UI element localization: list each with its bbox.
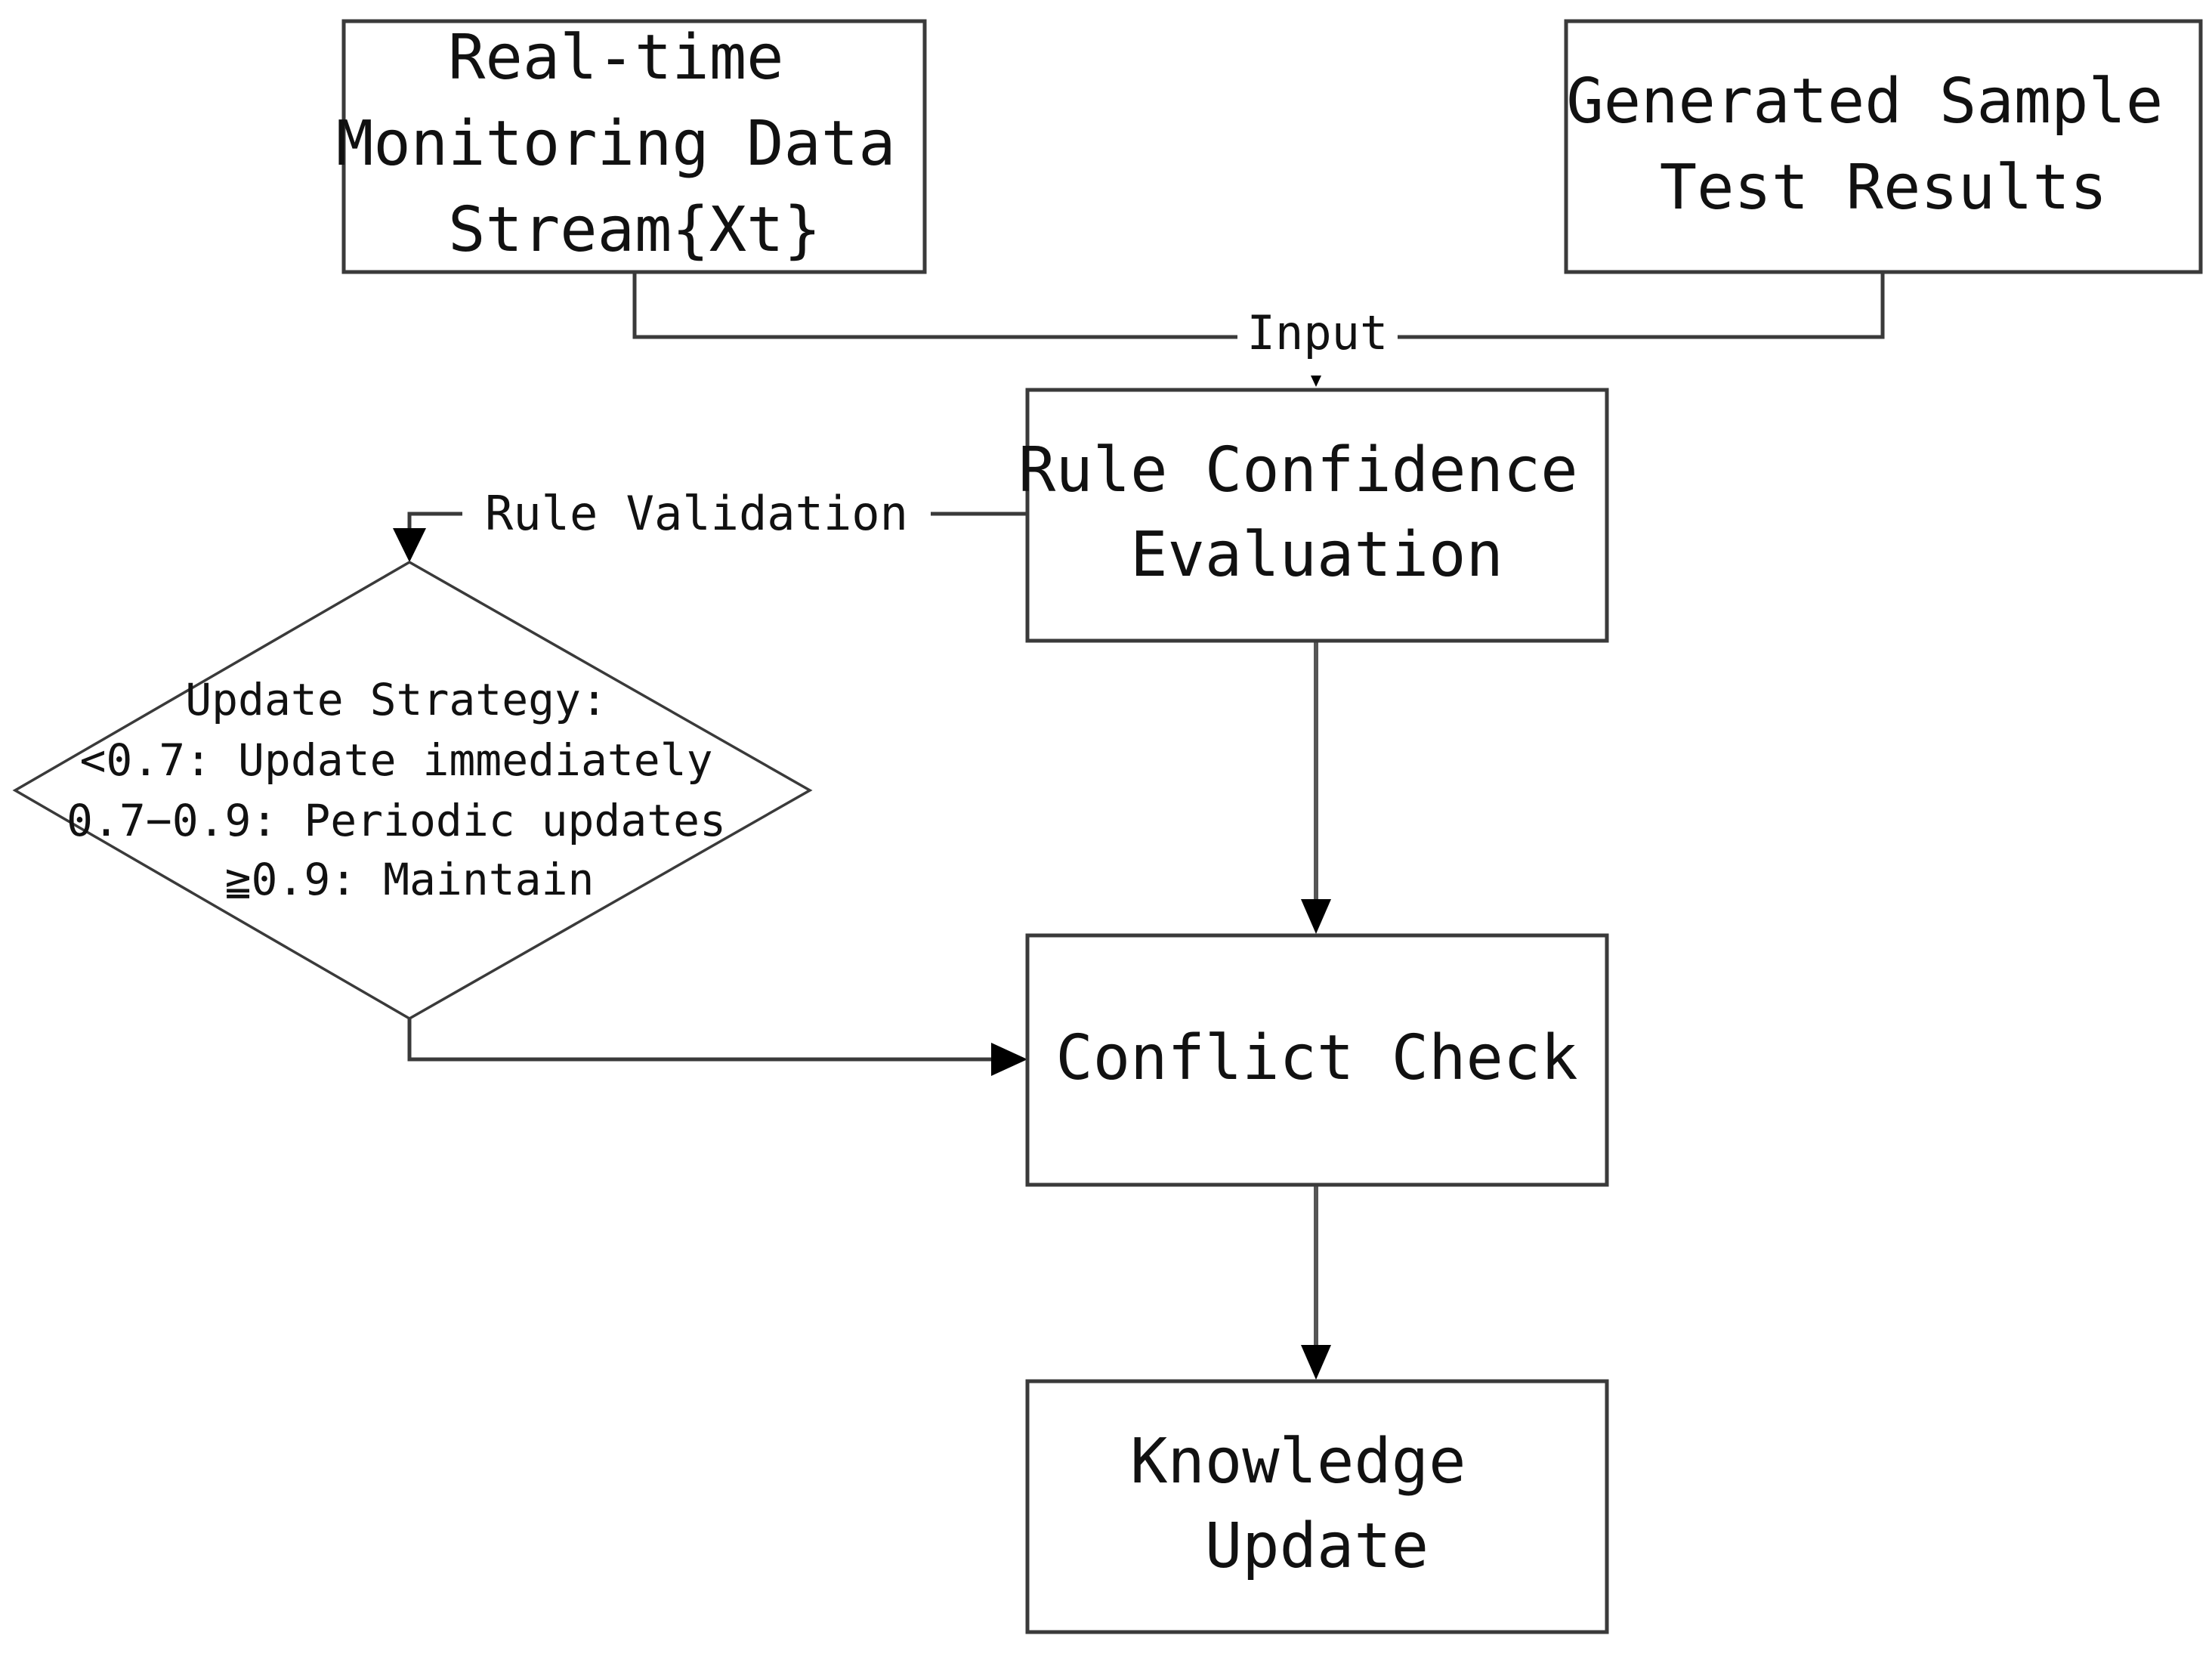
node-update-strategy-diamond bbox=[12, 560, 813, 1021]
node-monitoring-stream-text: Real-time Monitoring Data Stream{Xt} bbox=[336, 22, 933, 266]
edge-strategy-to-conflict bbox=[407, 1019, 997, 1062]
node-confidence-evaluation: Rule Confidence Evaluation bbox=[1018, 388, 1615, 643]
strategy-line-2: <0.7: Update immediately bbox=[80, 734, 713, 786]
node-monitoring-stream-box bbox=[341, 19, 927, 274]
monitoring-line-1: Real-time bbox=[448, 22, 783, 94]
input-label-bg bbox=[1237, 313, 1398, 357]
strategy-line-3: 0.7−0.9: Periodic updates bbox=[66, 795, 726, 846]
sample-line-2: Test Results bbox=[1660, 152, 2107, 224]
validation-label-bg bbox=[462, 482, 931, 543]
sample-line-1: Generated Sample bbox=[1566, 66, 2163, 138]
strategy-arrowhead bbox=[991, 1043, 1027, 1076]
confidence-line-1: Rule Confidence bbox=[1018, 434, 1578, 506]
validation-arrowhead bbox=[393, 528, 426, 562]
node-knowledge-update: Knowledge Update bbox=[1025, 1379, 1609, 1634]
strategy-line-1: Update Strategy: bbox=[185, 674, 607, 725]
monitoring-line-3: Stream{Xt} bbox=[448, 194, 821, 266]
node-sample-results: Generated Sample Test Results bbox=[1564, 19, 2203, 274]
rule-validation-label: Rule Validation bbox=[485, 486, 908, 541]
strategy-line-4: ≧0.9: Maintain bbox=[225, 854, 595, 905]
node-knowledge-update-text: Knowledge Update bbox=[1130, 1426, 1503, 1582]
node-knowledge-update-box bbox=[1025, 1379, 1609, 1634]
input-label: Input bbox=[1247, 305, 1389, 360]
node-sample-results-box bbox=[1564, 19, 2203, 274]
conflict-arrowhead bbox=[1301, 899, 1331, 934]
edge-monitoring-to-input bbox=[632, 274, 1239, 339]
node-conflict-check: Conflict Check bbox=[1025, 933, 1609, 1187]
node-conflict-check-box bbox=[1025, 933, 1609, 1187]
node-confidence-evaluation-box bbox=[1025, 388, 1609, 643]
edge-samples-to-input bbox=[1398, 274, 1885, 339]
knowledge-line-2: Update bbox=[1205, 1510, 1429, 1582]
monitoring-line-2: Monitoring Data bbox=[336, 108, 896, 180]
node-conflict-check-text: Conflict Check bbox=[1055, 1022, 1577, 1094]
conflict-line-1: Conflict Check bbox=[1055, 1022, 1577, 1094]
node-sample-results-text: Generated Sample Test Results bbox=[1566, 66, 2200, 224]
knowledge-line-1: Knowledge bbox=[1130, 1426, 1466, 1498]
node-confidence-evaluation-text: Rule Confidence Evaluation bbox=[1018, 434, 1615, 591]
knowledge-arrowhead bbox=[1301, 1345, 1331, 1380]
confidence-line-2: Evaluation bbox=[1130, 519, 1503, 591]
input-arrowhead bbox=[1311, 376, 1321, 387]
node-update-strategy-text: Update Strategy: <0.7: Update immediatel… bbox=[66, 674, 752, 905]
node-monitoring-stream: Real-time Monitoring Data Stream{Xt} bbox=[336, 19, 933, 274]
node-update-strategy: Update Strategy: <0.7: Update immediatel… bbox=[12, 560, 813, 1021]
